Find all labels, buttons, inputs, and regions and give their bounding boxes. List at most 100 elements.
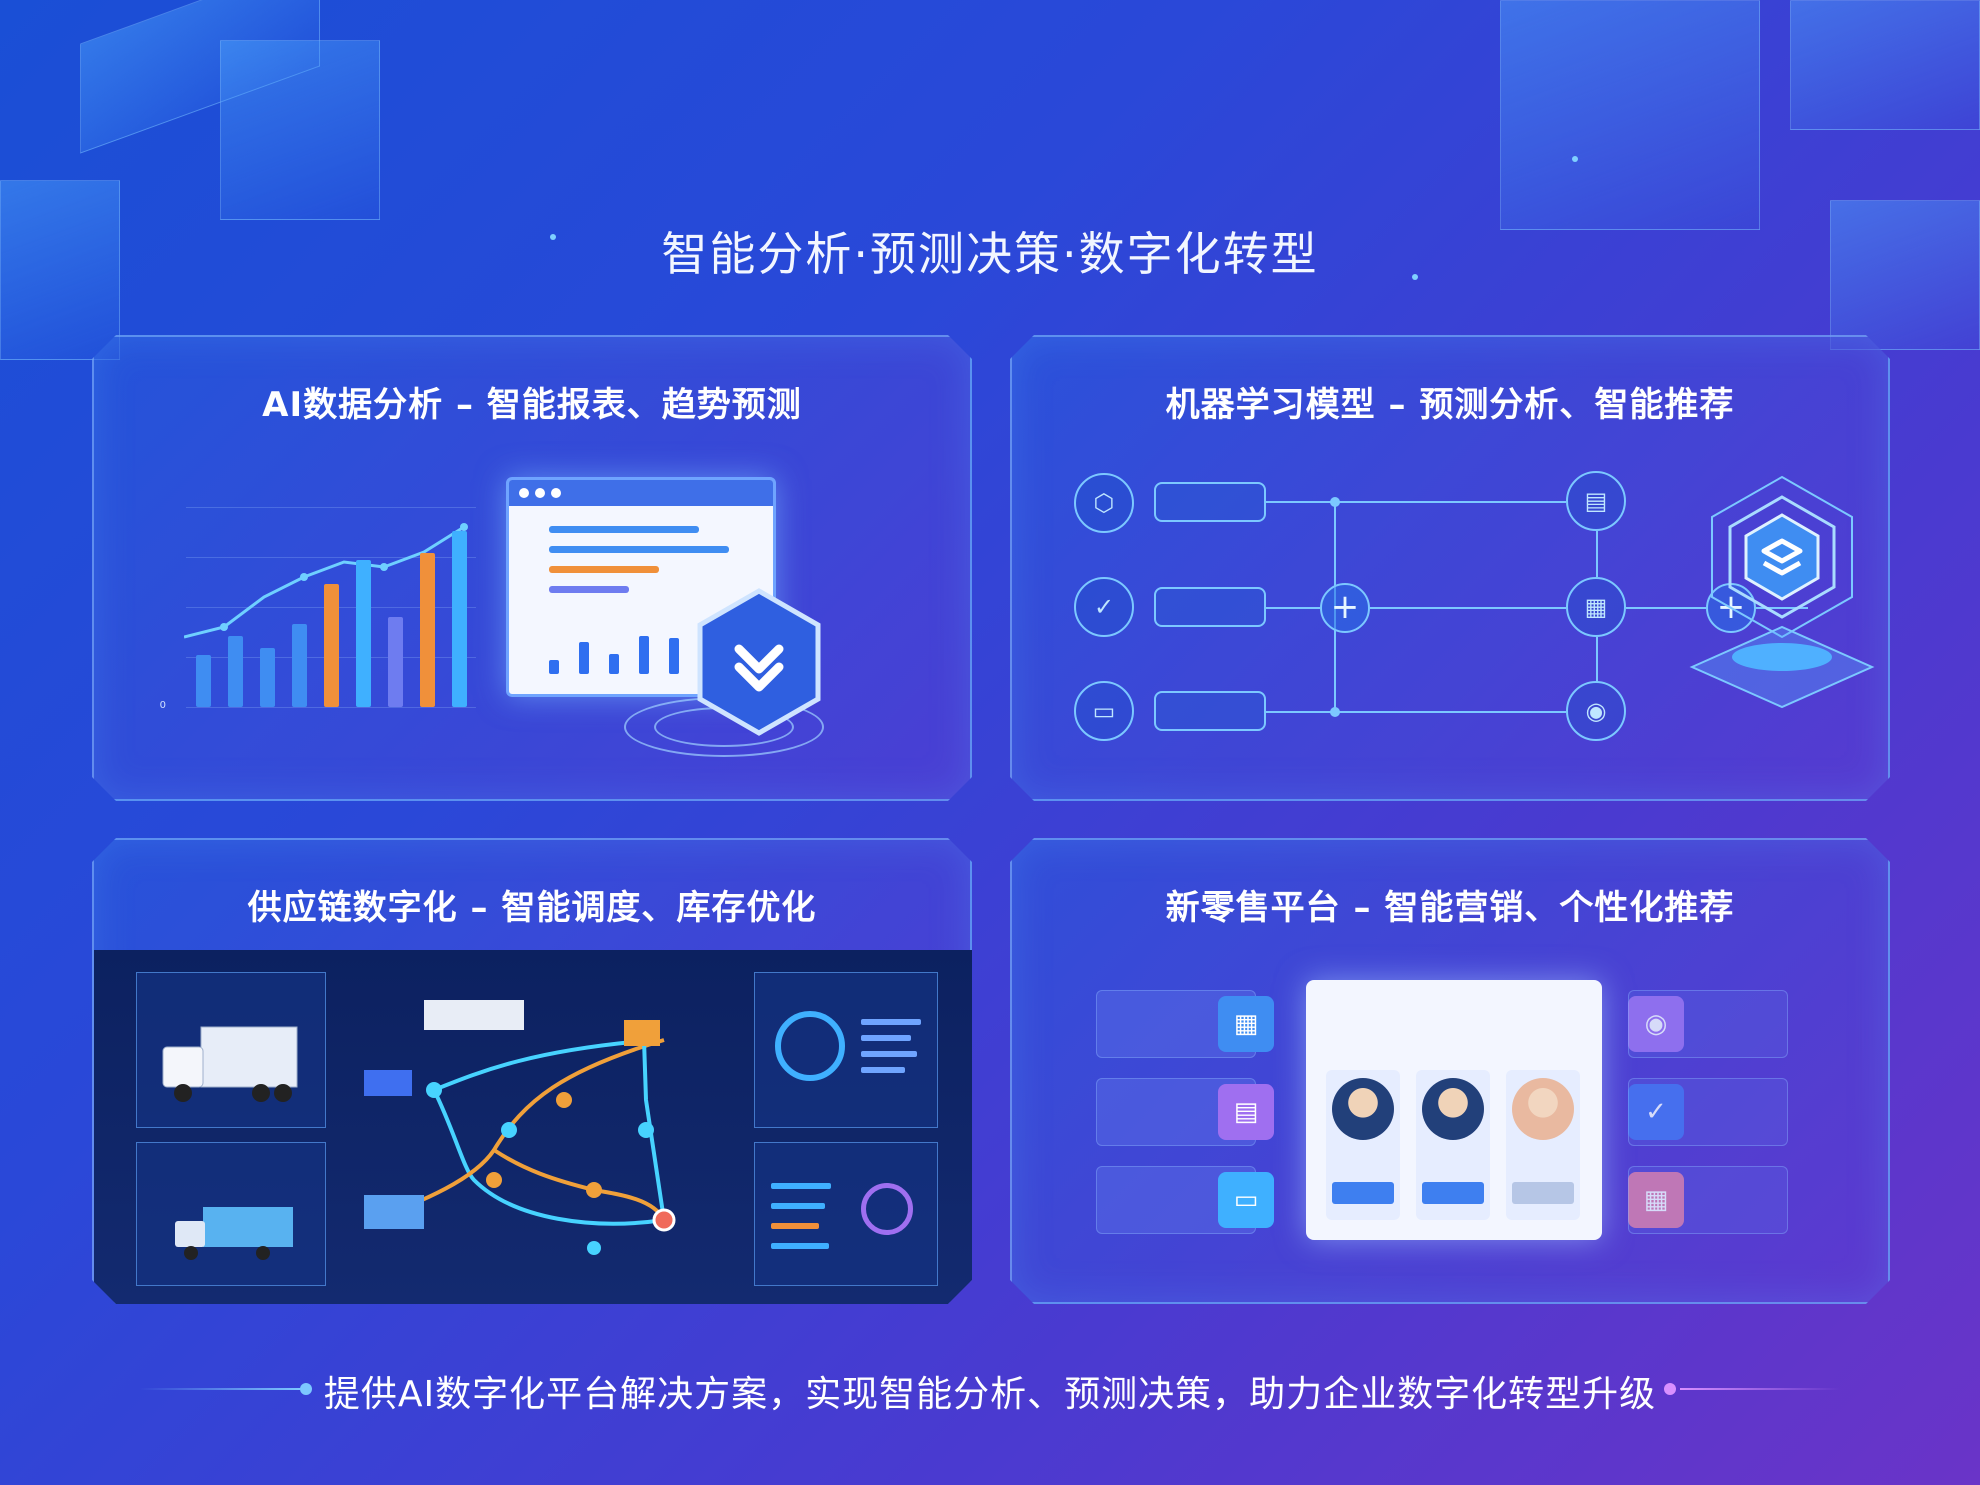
connector: [1266, 711, 1566, 713]
status-row: [861, 1051, 917, 1057]
report-hbar: [549, 526, 699, 533]
report-vbar: [669, 638, 679, 674]
person-action-button[interactable]: [1332, 1182, 1394, 1204]
inventory-row: [771, 1203, 825, 1209]
user-icon: ◉: [1566, 681, 1626, 741]
ytick-label: 0: [159, 700, 166, 711]
chart-bar: [452, 531, 467, 707]
insight-card: [1628, 990, 1788, 1058]
connector: [1266, 501, 1566, 503]
hero-title: 智能分析·预测决策·数字化转型: [661, 227, 1319, 281]
inventory-row: [771, 1183, 831, 1189]
inventory-gauge-icon: [861, 1183, 913, 1235]
report-window: [506, 477, 776, 697]
input-node: [1154, 587, 1266, 627]
chat-icon: ▭: [1218, 1172, 1274, 1228]
person-action-button[interactable]: [1512, 1182, 1574, 1204]
download-shield-icon: [694, 587, 824, 737]
footer-text: 提供AI数字化平台解决方案，实现智能分析、预测决策，助力企业数字化转型升级: [323, 1374, 1657, 1415]
status-row: [861, 1019, 921, 1025]
user-icon: ◉: [1628, 996, 1684, 1052]
ml-core-icon: [1602, 447, 1882, 727]
inventory-card: [754, 1142, 938, 1286]
bar-chart: 0: [144, 477, 494, 747]
footer-dot: [300, 1383, 312, 1395]
panel-ml-title: 机器学习模型 – 预测分析、智能推荐: [1165, 385, 1735, 425]
insight-card: [1628, 1078, 1788, 1146]
insight-card: [1628, 1166, 1788, 1234]
panel-analytics: AI数据分析 – 智能报表、趋势预测 0: [92, 335, 972, 801]
check-shield-icon: ✓: [1074, 577, 1134, 637]
window-dot-icon: [535, 488, 545, 498]
inventory-row: [771, 1223, 819, 1229]
avatar: [1512, 1078, 1574, 1140]
connector: [1596, 531, 1598, 577]
connector-dot: [1330, 497, 1340, 507]
panel-supply: 供应链数字化 – 智能调度、库存优化: [92, 838, 972, 1304]
footer-divider-right: [1680, 1388, 1840, 1390]
truck-icon: [161, 1023, 301, 1113]
truck-card: [136, 972, 326, 1128]
status-row: [861, 1067, 905, 1073]
report-vbar: [609, 654, 619, 674]
report-hbar: [549, 566, 659, 573]
footer-divider-left: [140, 1388, 300, 1390]
bg-dot-3: [1572, 156, 1578, 162]
chart-bar: [420, 553, 435, 707]
chart-bar: [196, 655, 211, 707]
connector: [1756, 607, 1808, 609]
bg-dot-1: [550, 234, 556, 240]
bg-cube-5: [1790, 0, 1980, 130]
person-action-button[interactable]: [1422, 1182, 1484, 1204]
connector: [1596, 637, 1598, 683]
model-icon: ▦: [1566, 577, 1626, 637]
report-hbar: [549, 586, 629, 593]
message-shield-icon: ▭: [1074, 681, 1134, 741]
chart-bar: [356, 560, 371, 707]
connector: [1370, 607, 1566, 609]
chart-grid-line: [186, 557, 476, 558]
report-hbar: [549, 546, 729, 553]
bg-dot-2: [1412, 274, 1418, 280]
footer-dot: [1664, 1383, 1676, 1395]
plus-icon: +: [1320, 583, 1370, 633]
chart-grid-line: [186, 707, 476, 708]
connector: [1626, 607, 1706, 609]
route-map: [334, 980, 754, 1280]
panel-retail: 新零售平台 – 智能营销、个性化推荐 ▦ ▤ ▭ ◉ ✓ ▦: [1010, 838, 1890, 1304]
connector-dot: [1330, 707, 1340, 717]
window-dot-icon: [519, 488, 529, 498]
panel-supply-title: 供应链数字化 – 智能调度、库存优化: [247, 888, 817, 928]
status-row: [861, 1035, 911, 1041]
chart-grid-line: [186, 507, 476, 508]
chart-bar: [228, 636, 243, 707]
chart-bar: [324, 584, 339, 708]
person-card: [1326, 1070, 1400, 1220]
analytics-icon: ▦: [1218, 996, 1274, 1052]
chart-bar: [292, 624, 307, 707]
panel-retail-title: 新零售平台 – 智能营销、个性化推荐: [1165, 888, 1735, 928]
recommendation-card: [1306, 980, 1602, 1240]
bg-cube-6: [1830, 200, 1980, 350]
input-node: [1154, 482, 1266, 522]
grid-icon: ▦: [1628, 1172, 1684, 1228]
report-vbar: [639, 636, 649, 674]
bg-cube-4: [1500, 0, 1760, 230]
panel-analytics-title: AI数据分析 – 智能报表、趋势预测: [262, 385, 802, 425]
logistics-map: [94, 950, 974, 1306]
status-gauge-icon: [775, 1011, 845, 1081]
document-icon: ▤: [1566, 471, 1626, 531]
truck-icon: [173, 1205, 297, 1265]
bg-cube-3: [0, 180, 120, 360]
input-node: [1154, 691, 1266, 731]
report-window-titlebar: [509, 480, 773, 506]
chart-bar: [388, 617, 403, 707]
ytick-zero: 0: [144, 707, 166, 708]
report-vbar: [549, 660, 559, 674]
report-vbar: [579, 642, 589, 674]
panel-ml: 机器学习模型 – 预测分析、智能推荐 ⬡ ✓ ▭ + + ▤ ▦ ◉: [1010, 335, 1890, 801]
shield-icon: ⬡: [1074, 473, 1134, 533]
bg-cube-2: [220, 40, 380, 220]
coupon-icon: ▤: [1218, 1084, 1274, 1140]
inventory-row: [771, 1243, 829, 1249]
